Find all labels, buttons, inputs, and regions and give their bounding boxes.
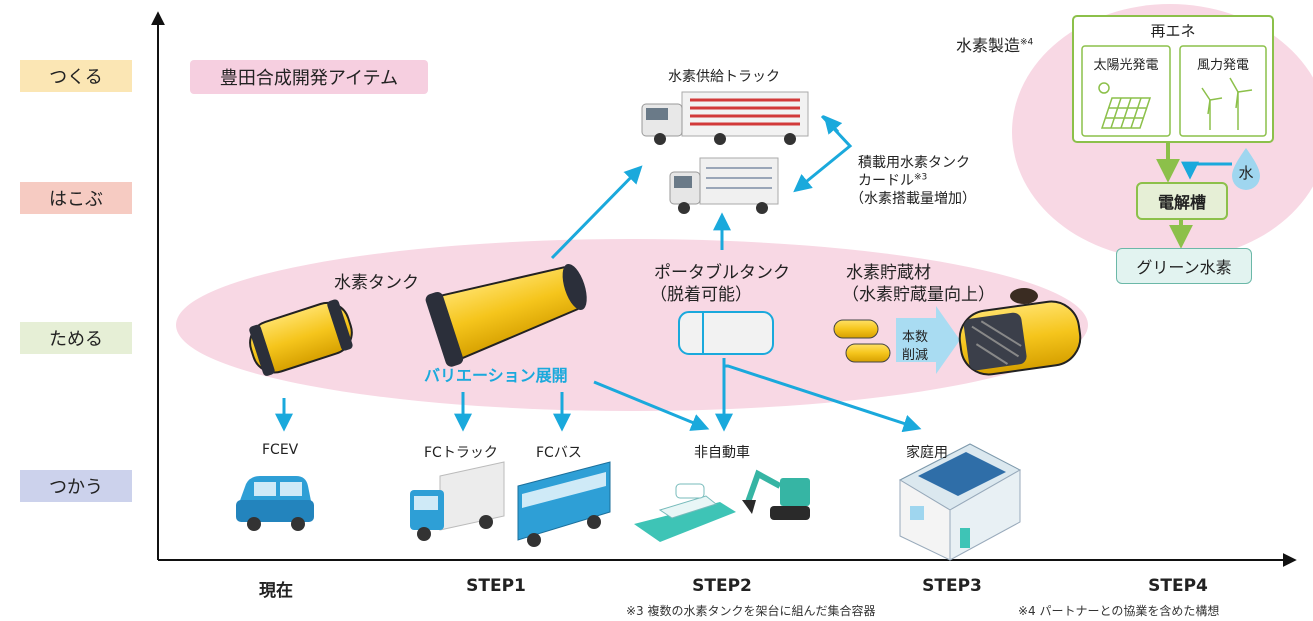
hydrogen-production-label: 水素製造※4 bbox=[956, 36, 1034, 55]
stage-make: つくる bbox=[20, 60, 132, 92]
small-cylinders-icon bbox=[833, 319, 891, 363]
fc-bus-icon bbox=[517, 461, 611, 547]
fcev-label: FCEV bbox=[262, 442, 299, 458]
variation-to-non-auto-arrow bbox=[593, 380, 710, 431]
water-arrow bbox=[1181, 161, 1232, 180]
solar-panel-icon bbox=[1098, 82, 1152, 129]
wind-label: 風力発電 bbox=[1196, 58, 1249, 73]
curdle-label-line2: カードル※3 bbox=[858, 172, 928, 189]
solar-box bbox=[1081, 45, 1171, 137]
electrolyzer-box: 電解槽 bbox=[1136, 182, 1228, 220]
large-hydrogen-tank-icon bbox=[425, 263, 587, 367]
curdle-truck-icon bbox=[669, 157, 779, 214]
reduce-label-line1: 本数 bbox=[902, 330, 929, 345]
curdle-label-line1: 積載用水素タンク bbox=[858, 155, 970, 171]
water-label: 水 bbox=[1238, 164, 1254, 182]
fcev-car-icon bbox=[236, 476, 314, 531]
footnote-4: ※4 パートナーとの協業を含めた構想 bbox=[1018, 604, 1220, 618]
step-label-1: STEP1 bbox=[466, 576, 526, 596]
portable-tank-label-line2: （脱着可能） bbox=[650, 285, 752, 305]
supply-truck-label: 水素供給トラック bbox=[668, 69, 780, 85]
curdle-exchange-arrow-back bbox=[823, 115, 843, 135]
storage-material-tank-icon bbox=[958, 300, 1082, 376]
step-label-2: STEP2 bbox=[692, 576, 752, 596]
curdle-label-line3: （水素搭載量増加） bbox=[850, 191, 976, 207]
step-label-3: STEP3 bbox=[922, 576, 982, 596]
stage-carry: はこぶ bbox=[20, 182, 132, 214]
storage-powder-icon bbox=[1010, 288, 1038, 304]
portable-tank-icon bbox=[678, 311, 774, 355]
storage-material-label-line2: （水素貯蔵量向上） bbox=[842, 285, 995, 305]
small-hydrogen-tank-icon bbox=[249, 299, 353, 376]
portable-tank-label-line1: ポータブルタンク bbox=[654, 263, 790, 283]
development-item-badge: 豊田合成開発アイテム bbox=[190, 60, 428, 94]
fc-truck-label: FCトラック bbox=[424, 445, 498, 461]
hydrogen-tank-label: 水素タンク bbox=[334, 273, 419, 293]
reduction-arrow-icon bbox=[896, 306, 960, 374]
non-auto-label: 非自動車 bbox=[694, 445, 750, 461]
solar-label: 太陽光発電 bbox=[1093, 58, 1159, 73]
boat-icon bbox=[634, 483, 736, 542]
house-icon bbox=[898, 443, 1022, 561]
fc-bus-label: FCバス bbox=[536, 445, 582, 461]
wind-box bbox=[1179, 45, 1267, 137]
water-drop-icon bbox=[1232, 148, 1260, 190]
green-hydrogen-box: グリーン水素 bbox=[1116, 248, 1252, 284]
step-label-4: STEP4 bbox=[1148, 576, 1208, 596]
household-label: 家庭用 bbox=[906, 445, 948, 461]
stage-store: ためる bbox=[20, 322, 132, 354]
variation-label: バリエーション展開 bbox=[424, 366, 568, 385]
tank-to-truck-arrow bbox=[550, 165, 643, 260]
storage-zone bbox=[176, 239, 1088, 411]
wind-turbine-icon bbox=[1201, 77, 1253, 130]
excavator-icon bbox=[742, 469, 810, 520]
portable-to-household-arrow bbox=[724, 364, 922, 433]
fc-truck-icon bbox=[410, 461, 505, 541]
storage-material-label-line1: 水素貯蔵材 bbox=[846, 263, 931, 283]
renewable-label: 再エネ bbox=[1150, 22, 1196, 40]
reduce-label-line2: 削減 bbox=[902, 348, 929, 363]
footnote-3: ※3 複数の水素タンクを架台に組んだ集合容器 bbox=[626, 604, 876, 618]
hydrogen-supply-truck-icon bbox=[641, 91, 809, 145]
stage-use: つかう bbox=[20, 470, 132, 502]
step-label-now: 現在 bbox=[259, 581, 293, 601]
